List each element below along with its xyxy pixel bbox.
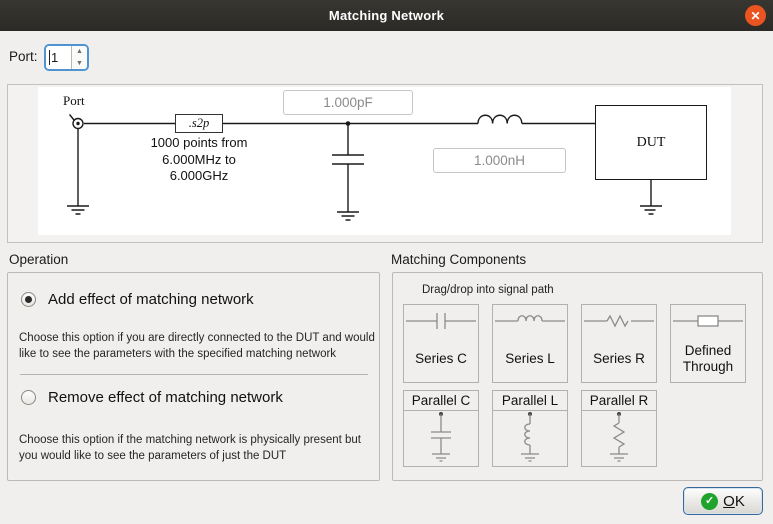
sweep-line-1: 1000 points from <box>150 135 248 150</box>
tile-series-r-label: Series R <box>593 350 645 366</box>
operation-group <box>7 272 380 481</box>
tile-parallel-c[interactable]: Parallel C <box>403 390 479 467</box>
spin-buttons: ▲ ▼ <box>72 46 87 69</box>
spin-up-button[interactable]: ▲ <box>76 48 83 56</box>
series-resistor-icon <box>584 314 654 328</box>
circuit-wires-graphic <box>67 114 662 221</box>
radio-remove-effect-label[interactable]: Remove effect of matching network <box>48 389 283 406</box>
tile-parallel-r-label: Parallel R <box>582 391 656 411</box>
operation-divider <box>20 374 368 375</box>
defined-through-icon <box>673 315 743 327</box>
sweep-line-2: 6.000MHz to <box>162 151 236 167</box>
tile-series-l[interactable]: Series L <box>492 304 568 383</box>
radio-remove-effect-icon[interactable] <box>21 390 36 405</box>
s2p-block[interactable]: .s2p <box>175 114 223 133</box>
series-inductor-icon <box>495 315 565 322</box>
port-spinbox[interactable]: 1 ▲ ▼ <box>44 44 89 71</box>
parallel-resistor-icon <box>610 412 628 462</box>
drag-drop-hint: Drag/drop into signal path <box>422 284 554 296</box>
tile-parallel-c-label: Parallel C <box>404 391 478 411</box>
radio-add-effect[interactable]: Add effect of matching network <box>21 291 254 308</box>
tile-parallel-l-label: Parallel L <box>493 391 567 411</box>
window-title: Matching Network <box>328 8 445 23</box>
port-value-field[interactable]: 1 <box>46 46 72 69</box>
add-effect-description: Choose this option if you are directly c… <box>19 332 375 361</box>
tile-series-c-label: Series C <box>415 350 467 366</box>
radio-remove-effect[interactable]: Remove effect of matching network <box>21 389 283 406</box>
parallel-capacitor-icon <box>431 412 451 462</box>
port-label: Port: <box>9 49 38 64</box>
close-icon: ✕ <box>750 8 761 23</box>
port-symbol-label: Port <box>63 93 85 108</box>
tile-series-c[interactable]: Series C <box>403 304 479 383</box>
remove-effect-description: Choose this option if the matching netwo… <box>19 434 361 463</box>
operation-heading: Operation <box>9 252 69 267</box>
junction-dot <box>345 121 351 126</box>
matching-components-heading: Matching Components <box>391 252 527 267</box>
series-capacitor-icon <box>406 313 476 329</box>
tile-defined-through[interactable]: Defined Through <box>670 304 746 383</box>
tile-series-l-label: Series L <box>505 350 555 366</box>
inductor-value-input[interactable]: 1.000nH <box>433 148 566 173</box>
port-center-dot <box>76 121 80 126</box>
tile-parallel-r[interactable]: Parallel R <box>581 390 657 467</box>
sweep-points-text: 1000 points from 6.000MHz to 6.000GHz <box>126 135 272 185</box>
tile-parallel-l[interactable]: Parallel L <box>492 390 568 467</box>
port-value: 1 <box>51 50 59 65</box>
ok-button-label: OK <box>723 492 745 510</box>
matching-components-group <box>392 272 763 481</box>
circuit-canvas-frame: Port .s2p 1000 points from 6.000MHz to 6… <box>7 84 763 243</box>
title-bar: Matching Network ✕ <box>0 0 773 31</box>
circuit-scene[interactable]: Port .s2p 1000 points from 6.000MHz to 6… <box>38 87 731 235</box>
ok-check-icon: ✓ <box>701 492 719 510</box>
radio-add-effect-icon[interactable] <box>21 292 36 307</box>
close-button[interactable]: ✕ <box>745 5 766 26</box>
text-cursor <box>49 50 50 65</box>
spin-down-button[interactable]: ▼ <box>76 59 83 67</box>
radio-add-effect-label[interactable]: Add effect of matching network <box>48 291 254 308</box>
tile-defined-through-label: Defined Through <box>682 342 734 374</box>
capacitor-value-input[interactable]: 1.000pF <box>283 90 413 115</box>
ok-button[interactable]: ✓ OK <box>683 487 763 515</box>
parallel-inductor-icon <box>521 412 539 462</box>
sweep-line-3: 6.000GHz <box>169 168 229 184</box>
tile-series-r[interactable]: Series R <box>581 304 657 383</box>
dut-block: DUT <box>595 105 707 180</box>
